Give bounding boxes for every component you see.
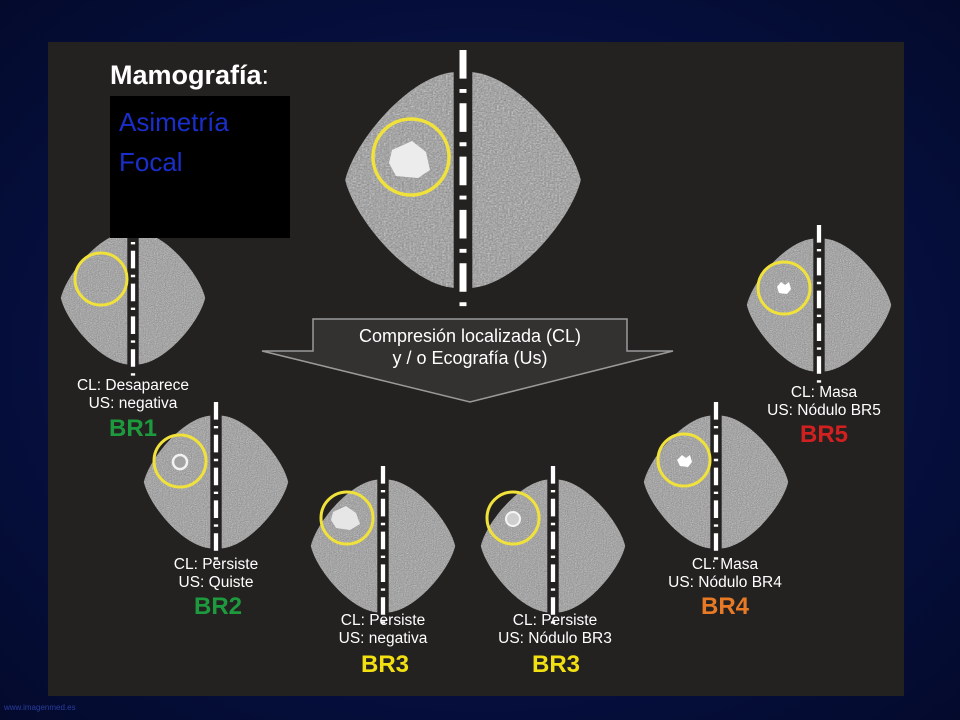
page-title: Mamografía: — [110, 60, 270, 90]
mass-br5 — [777, 282, 791, 294]
us-result: US: negativa — [338, 630, 428, 647]
cl-result: CL: Persiste — [340, 612, 426, 629]
focus-circle-br5 — [756, 260, 812, 316]
birads-br3-neg: BR3 — [360, 651, 410, 678]
birads-br3-nod: BR3 — [531, 651, 581, 678]
focus-circle-br3-nod — [485, 490, 541, 546]
source-credit: www.imagenmed.es — [4, 703, 76, 712]
focal-asymmetry-central — [389, 141, 430, 178]
birads-br1: BR1 — [108, 415, 158, 442]
focal-asymmetry-br3-neg — [331, 506, 360, 530]
mass-br4 — [677, 455, 692, 467]
cl-result: CL: Desaparece — [76, 377, 190, 394]
process-arrow — [261, 318, 674, 403]
birads-br5: BR5 — [799, 421, 849, 448]
cl-result: CL: Persiste — [173, 556, 259, 573]
cyst-br2 — [171, 453, 189, 471]
arrow-text-line-1: Compresión localizada (CL) — [358, 326, 582, 346]
focus-circle-br4 — [656, 432, 712, 488]
mammogram-br3-neg — [311, 466, 455, 626]
us-result: US: negativa — [88, 395, 178, 412]
focus-circle-br1 — [73, 251, 129, 307]
cl-result: CL: Persiste — [512, 612, 598, 629]
outcome-br1-label: CL: Desaparece US: negativa — [77, 377, 189, 413]
us-result: US: Quiste — [178, 574, 254, 591]
subtitle-focal-asymmetry: Asimetría Focal — [119, 107, 229, 177]
birads-br2: BR2 — [193, 593, 243, 620]
focus-circle-br2 — [152, 433, 208, 489]
us-result: US: Nódulo BR3 — [498, 630, 612, 647]
birads-br4: BR4 — [700, 593, 750, 620]
outcome-br2-label: CL: Persiste US: Quiste — [174, 556, 258, 592]
us-result: US: Nódulo BR4 — [668, 574, 782, 591]
outcome-br3-nod-label: CL: Persiste US: Nódulo BR3 — [498, 612, 612, 648]
focus-circle-central — [371, 117, 451, 197]
outcome-br4-label: CL: Masa US: Nódulo BR4 — [668, 556, 782, 592]
arrow-text: Compresión localizada (CL) y / o Ecograf… — [359, 325, 581, 369]
cl-result: CL: Masa — [790, 384, 858, 401]
outcome-br5-label: CL: Masa US: Nódulo BR5 — [767, 384, 881, 420]
subtitle-box: Asimetría Focal — [110, 96, 290, 238]
mammogram-br3-nod — [481, 466, 625, 626]
arrow-text-line-2: y / o Ecografía (Us) — [392, 348, 548, 368]
nodule-br3 — [505, 511, 521, 527]
us-result: US: Nódulo BR5 — [767, 402, 881, 419]
cl-result: CL: Masa — [691, 556, 759, 573]
mammogram-br5 — [747, 225, 891, 385]
mammogram-br4 — [644, 402, 788, 562]
focus-circle-br3-neg — [319, 490, 375, 546]
outcome-br3-neg-label: CL: Persiste US: negativa — [339, 612, 428, 648]
